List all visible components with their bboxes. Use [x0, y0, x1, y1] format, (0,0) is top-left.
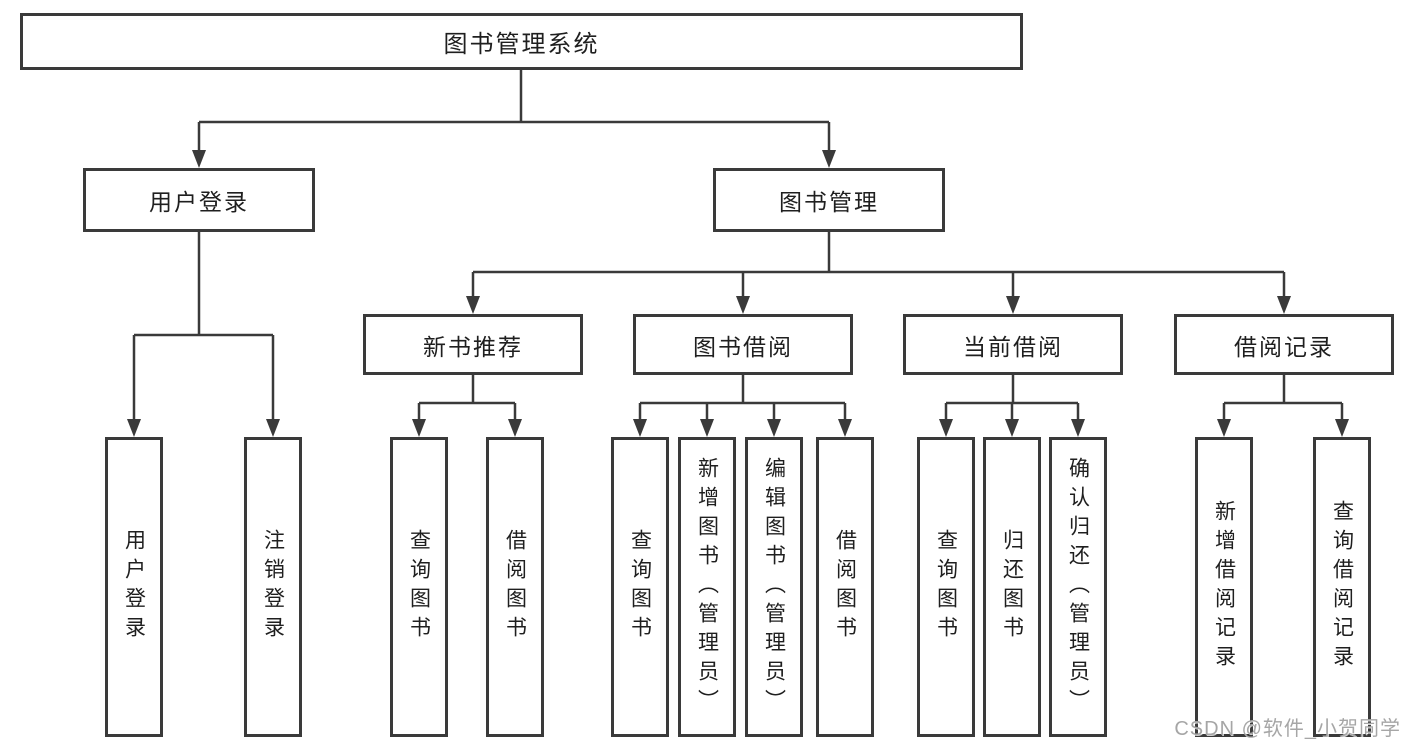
node-book-management: 图书管理 [713, 168, 945, 232]
leaf-query-book-2-label: 查询图书 [628, 529, 652, 645]
leaf-query-book-1: 查询图书 [390, 437, 448, 737]
leaf-add-book-admin: 新增图书（管理员） [678, 437, 736, 737]
node-book-borrow-label: 图书借阅 [693, 333, 793, 360]
leaf-confirm-return-admin: 确认归还（管理员） [1049, 437, 1107, 737]
leaf-borrow-book-2-label: 借阅图书 [833, 529, 857, 645]
leaf-borrow-book-1-label: 借阅图书 [503, 529, 527, 645]
node-book-borrow: 图书借阅 [633, 314, 853, 375]
node-book-management-label: 图书管理 [779, 189, 879, 215]
node-current-borrow-label: 当前借阅 [963, 333, 1063, 360]
leaf-return-book-label: 归还图书 [1000, 529, 1024, 645]
node-system-root: 图书管理系统 [20, 13, 1023, 70]
leaf-logout: 注销登录 [244, 437, 302, 737]
node-new-book-recommend: 新书推荐 [363, 314, 583, 375]
node-system-root-label: 图书管理系统 [443, 31, 600, 58]
node-current-borrow: 当前借阅 [903, 314, 1123, 375]
node-user-login-label: 用户登录 [149, 189, 249, 215]
leaf-query-book-3-label: 查询图书 [934, 529, 958, 645]
leaf-confirm-return-admin-label: 确认归还（管理员） [1066, 456, 1090, 718]
leaf-user-login: 用户登录 [105, 437, 163, 737]
leaf-query-book-1-label: 查询图书 [407, 529, 431, 645]
leaf-edit-book-admin: 编辑图书（管理员） [745, 437, 803, 737]
node-borrow-record-label: 借阅记录 [1234, 333, 1334, 360]
watermark: CSDN @软件_小贺同学 [1174, 718, 1401, 740]
leaf-add-book-admin-label: 新增图书（管理员） [695, 456, 719, 718]
leaf-logout-label: 注销登录 [261, 529, 285, 645]
leaf-user-login-label: 用户登录 [122, 529, 146, 645]
leaf-add-borrow-record-label: 新增借阅记录 [1212, 500, 1236, 674]
leaf-edit-book-admin-label: 编辑图书（管理员） [762, 456, 786, 718]
leaf-query-borrow-record: 查询借阅记录 [1313, 437, 1371, 737]
node-user-login: 用户登录 [83, 168, 315, 232]
node-new-book-recommend-label: 新书推荐 [423, 333, 523, 360]
leaf-query-borrow-record-label: 查询借阅记录 [1330, 500, 1354, 674]
leaf-query-book-3: 查询图书 [917, 437, 975, 737]
leaf-borrow-book-1: 借阅图书 [486, 437, 544, 737]
node-borrow-record: 借阅记录 [1174, 314, 1394, 375]
leaf-return-book: 归还图书 [983, 437, 1041, 737]
leaf-borrow-book-2: 借阅图书 [816, 437, 874, 737]
leaf-query-book-2: 查询图书 [611, 437, 669, 737]
leaf-add-borrow-record: 新增借阅记录 [1195, 437, 1253, 737]
